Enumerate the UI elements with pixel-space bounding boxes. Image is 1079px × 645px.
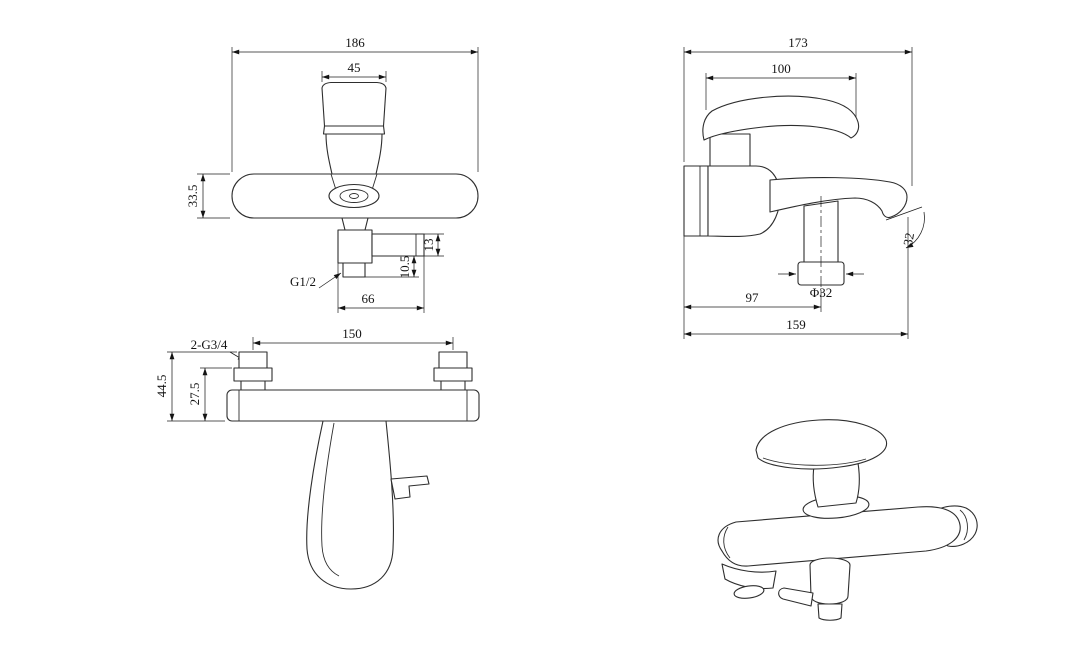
dim-text-front-body-height: 33.5 <box>185 185 200 208</box>
persp-neck <box>812 462 860 508</box>
dim-text-side-spout-angle: 32 <box>900 232 917 247</box>
front-handle-cap <box>321 81 387 127</box>
dim-text-front-total-width: 186 <box>345 35 365 50</box>
side-cartridge <box>709 133 751 167</box>
dim-text-side-handle-reach: 100 <box>771 61 791 76</box>
dim-front-handle-width: 45 <box>321 60 387 82</box>
dim-text-install-body-height: 27.5 <box>187 383 202 406</box>
body-end-cap-line <box>723 526 731 559</box>
front-handle-ring <box>322 125 386 135</box>
front-view: 186 45 <box>185 35 479 313</box>
install-right-inlet <box>433 351 473 391</box>
perspective-view <box>717 419 978 621</box>
cartridge-inner-ellipse <box>339 189 369 203</box>
dim-text-front-outlet-height: 13 <box>421 239 436 252</box>
dim-side-spout-angle: 32 <box>885 206 925 249</box>
dim-text-side-overall-reach: 159 <box>786 317 806 332</box>
dim-text-side-total-depth: 173 <box>788 35 808 50</box>
persp-spout-outlet <box>733 585 765 599</box>
inlet-top <box>438 351 468 369</box>
front-inlet-nipple <box>342 262 366 278</box>
inlet-flange <box>433 367 473 382</box>
persp-diverter <box>809 557 851 605</box>
dim-install-inlet-spacing: 150 <box>252 326 454 350</box>
cartridge-outer-ellipse <box>328 183 380 209</box>
inlet-top <box>238 351 268 369</box>
front-spout-outlet <box>371 233 425 257</box>
angle-arc <box>905 211 925 249</box>
dim-side-handle-reach: 100 <box>705 61 857 118</box>
install-handle <box>306 420 395 590</box>
side-view: 173 100 Φ32 97 <box>683 35 925 339</box>
dim-text-install-inlet-spacing: 150 <box>342 326 362 341</box>
dim-front-outlet-reach: 66 <box>337 256 425 313</box>
dim-front-outlet-height: 13 <box>421 233 444 257</box>
dim-front-total-width: 186 <box>231 35 479 172</box>
front-neck <box>341 217 369 231</box>
side-body <box>707 165 781 238</box>
persp-diverter-knob <box>817 603 843 621</box>
persp-body-bar <box>717 506 961 567</box>
dim-side-overall-reach: 159 <box>683 217 909 339</box>
inlet-base <box>440 380 466 391</box>
side-spout <box>769 177 908 219</box>
dim-text-front-outlet-reach: 66 <box>362 291 376 306</box>
front-handle-waist <box>325 133 383 175</box>
install-body <box>226 389 480 422</box>
dim-text-side-diverter-offset: 97 <box>746 290 760 305</box>
label-text-install-inlet-thread: 2-G3/4 <box>191 337 228 352</box>
persp-handle-blade <box>755 419 888 470</box>
dim-text-front-outlet-drop: 10.5 <box>397 256 412 279</box>
cartridge-center-dot <box>349 193 359 199</box>
front-cartridge-face <box>328 183 380 209</box>
handle-inner-contour <box>321 422 340 577</box>
dim-text-install-total-height: 44.5 <box>154 375 169 398</box>
installation-view: 150 2-G3/4 44.5 <box>154 326 480 590</box>
dim-front-outlet-drop: 10.5 <box>365 256 419 279</box>
dim-side-diverter-offset: 97 <box>683 236 822 312</box>
inlet-flange <box>233 367 273 382</box>
leader-line <box>318 272 342 289</box>
front-outlet-assembly <box>337 217 425 278</box>
label-text-front-inlet-thread: G1/2 <box>290 274 316 289</box>
side-wall-flange <box>683 165 709 237</box>
install-spout-clip <box>390 475 430 500</box>
side-handle-lever <box>702 95 860 141</box>
inlet-base <box>240 380 266 391</box>
persp-diverter-lever <box>778 587 814 607</box>
front-handle <box>321 81 387 175</box>
dim-install-body-height: 27.5 <box>187 367 232 422</box>
dim-text-front-handle-width: 45 <box>348 60 361 75</box>
persp-spout <box>721 563 777 590</box>
dim-side-total-depth: 173 <box>683 35 913 186</box>
angle-reference-line <box>885 206 923 221</box>
install-body-bar <box>226 389 480 422</box>
label-front-inlet-thread: G1/2 <box>290 272 342 289</box>
install-handle-blade <box>306 420 395 590</box>
handle-blade-inner-line <box>762 457 867 466</box>
dim-front-body-height: 33.5 <box>185 173 230 219</box>
dim-install-total-height: 44.5 <box>154 351 237 422</box>
install-left-inlet <box>233 351 273 391</box>
connector-cap-line <box>959 509 968 541</box>
front-diverter-block <box>337 229 373 264</box>
label-install-inlet-thread: 2-G3/4 <box>191 337 246 362</box>
